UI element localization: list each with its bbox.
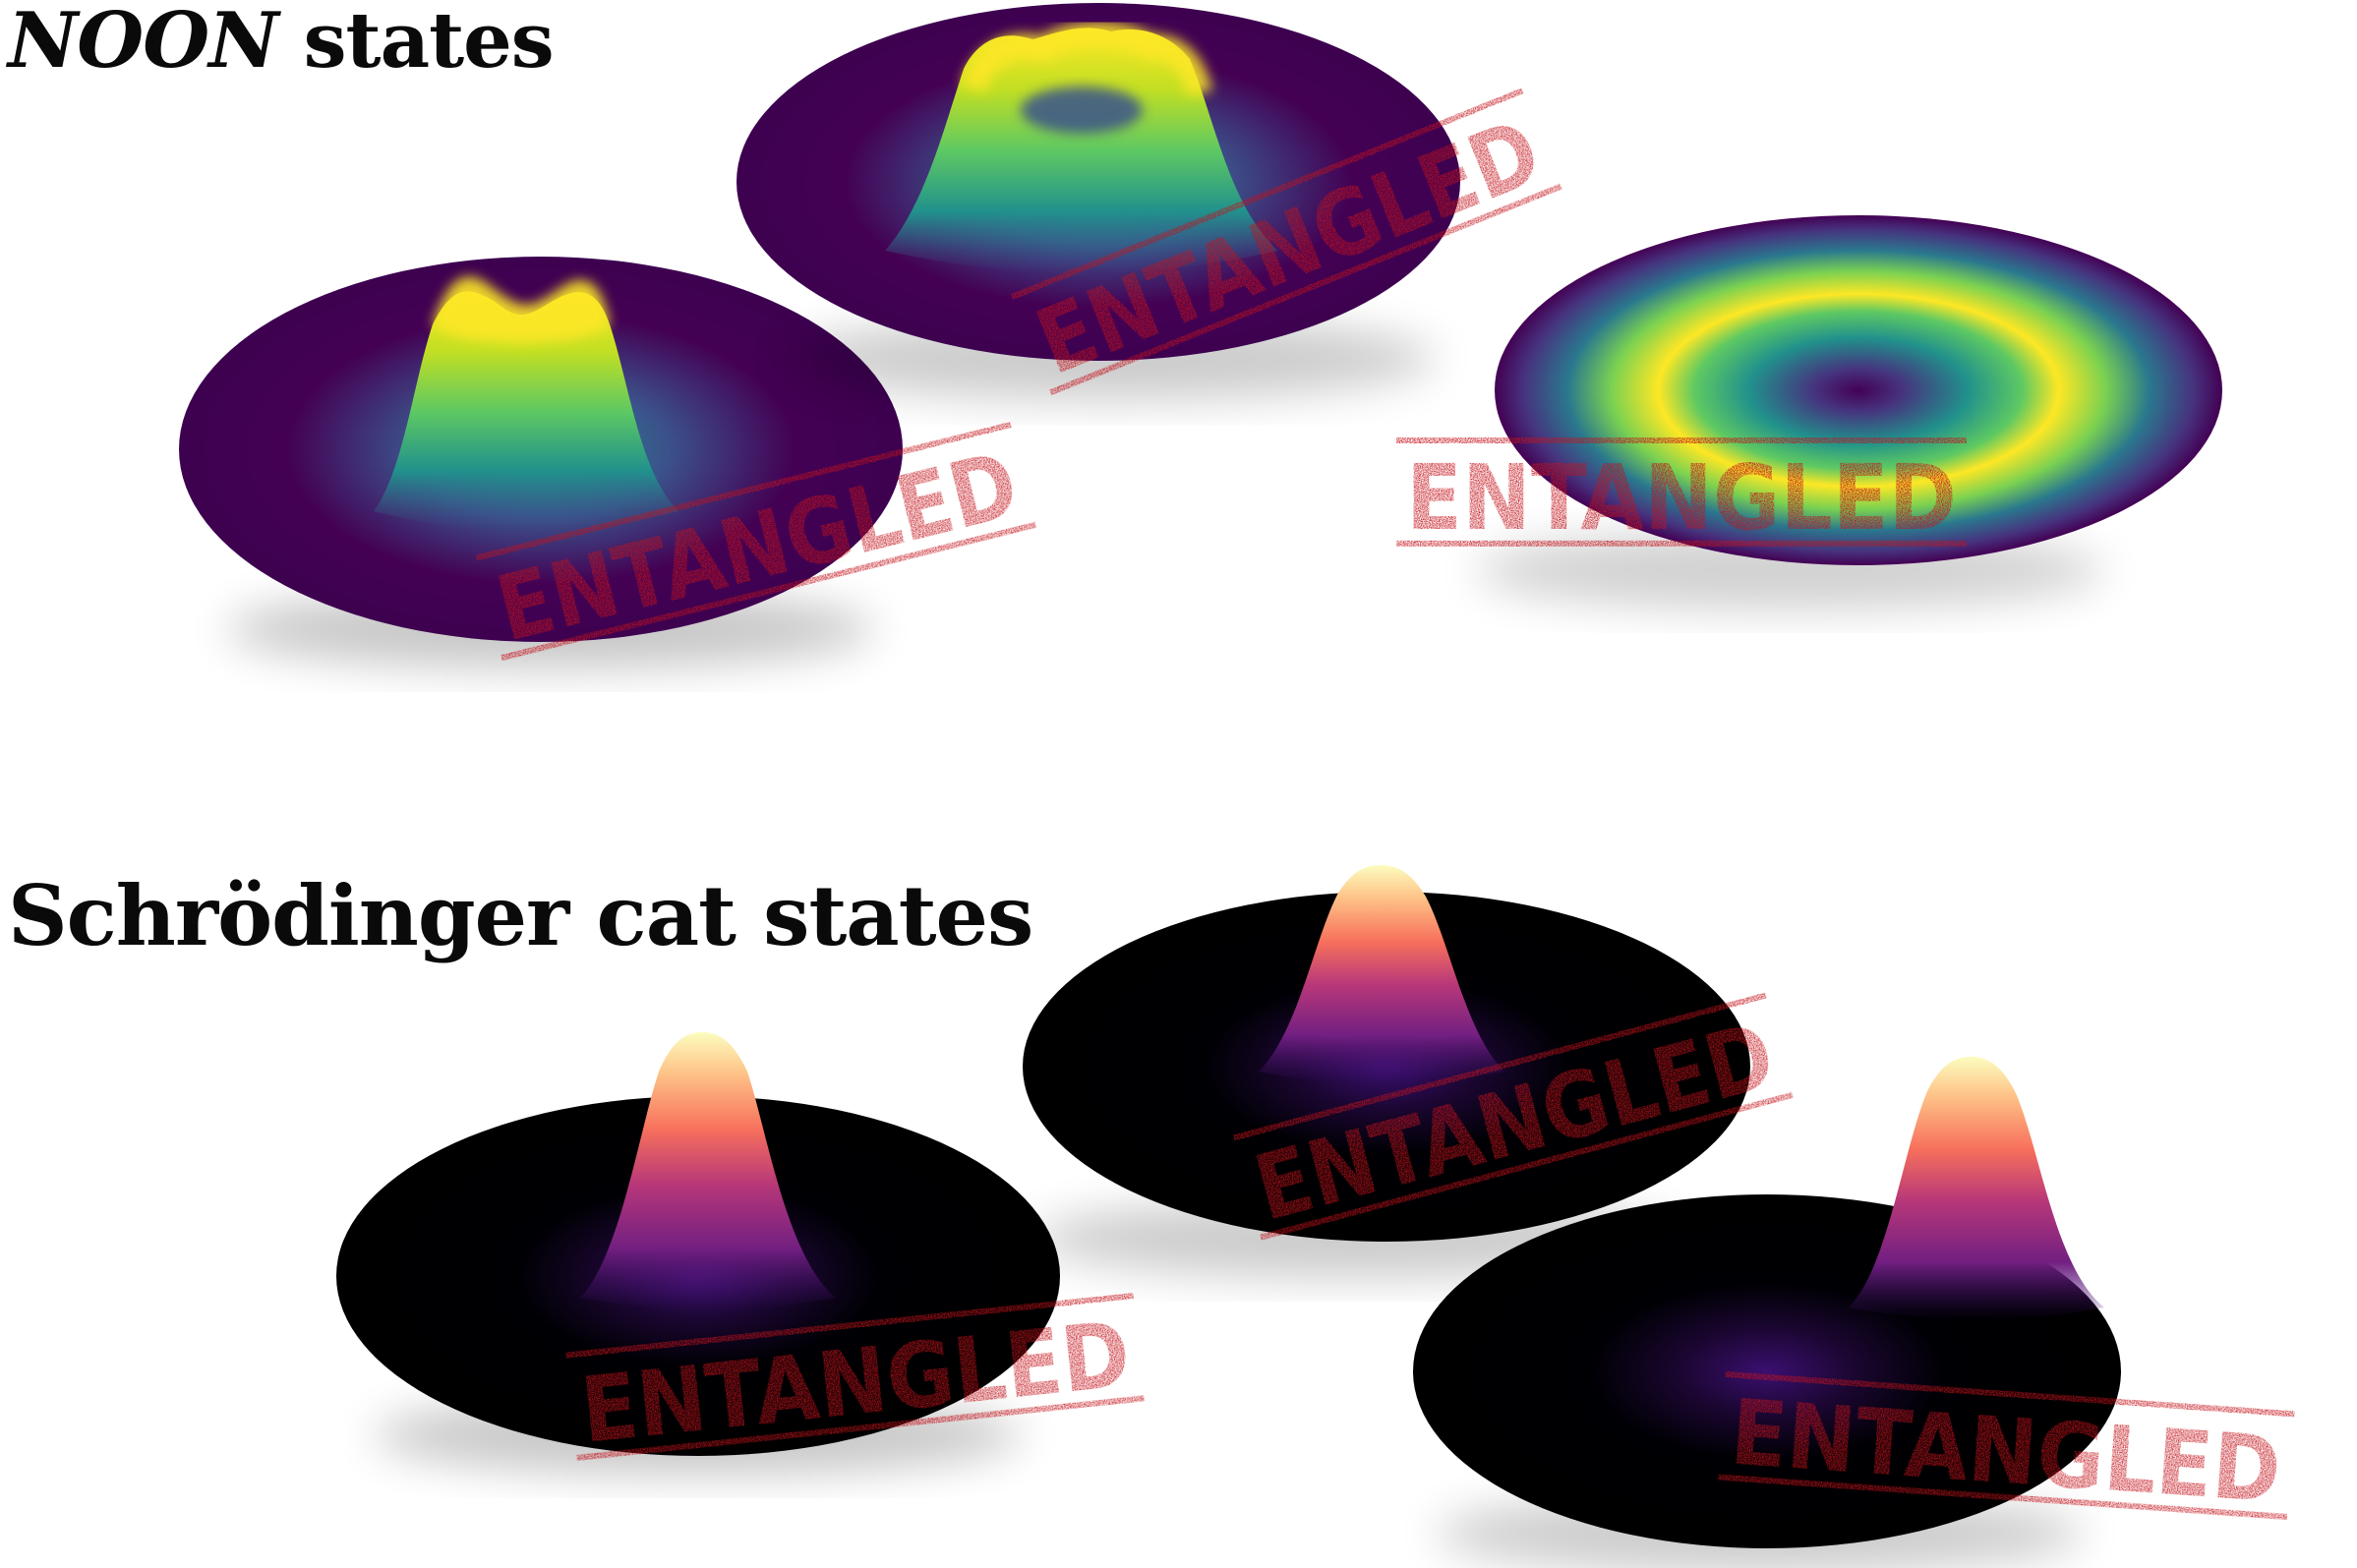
noon-italic-text: NOON <box>8 0 278 86</box>
plot-surface <box>1849 1057 2104 1320</box>
stamp-label: ENTANGLED <box>1406 445 1957 551</box>
stamp-rule-top <box>565 1292 1134 1359</box>
noon-plot-ring <box>1475 215 2222 610</box>
cat-states-heading: Schrödinger cat states <box>8 867 1033 964</box>
stamp-rule-top <box>1233 992 1767 1141</box>
stamp-rule-top <box>475 422 1012 561</box>
stamp-rule-bottom <box>1718 1474 2288 1520</box>
plot-peak-highlight <box>433 276 610 344</box>
plot-disk-ring <box>1495 215 2222 565</box>
plot-surface <box>580 1032 836 1310</box>
noon-plot-double-peak <box>179 257 903 668</box>
stamp-noon-right: ENTANGLED <box>1396 436 1967 551</box>
plot-peak-highlight <box>961 21 1212 96</box>
plot-surface <box>374 291 678 531</box>
cat-plot-right <box>1413 1057 2121 1568</box>
stamp-rule-bottom <box>501 521 1036 662</box>
stamp-rule-bottom <box>1049 183 1562 396</box>
plot-surface <box>1259 865 1504 1084</box>
stamp-rule-top <box>1725 1370 2295 1418</box>
stamp-rule-bottom <box>1260 1091 1794 1241</box>
cat-plot-left <box>336 1032 1060 1475</box>
noon-rest-text: states <box>277 0 555 86</box>
noon-plot-ring-peak <box>737 3 1460 400</box>
noon-states-heading: NOON states <box>8 0 555 86</box>
stamp-rule-top <box>1010 87 1524 300</box>
plot-ring-hole <box>1021 87 1143 134</box>
stamp-rule-bottom <box>576 1395 1145 1461</box>
